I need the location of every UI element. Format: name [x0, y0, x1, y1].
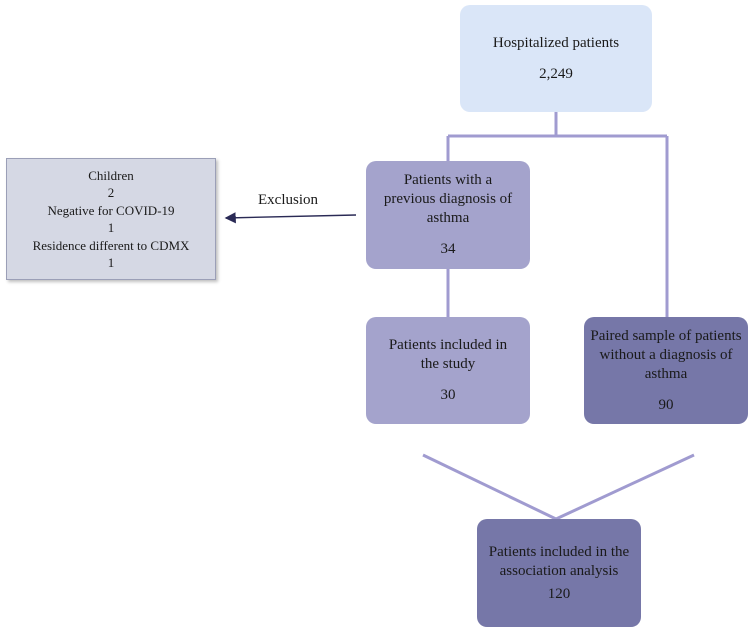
exclusion-criteria-box: Children 2 Negative for COVID-19 1 Resid…	[6, 158, 216, 280]
paired-sample-label: Paired sample of patients without a diag…	[590, 327, 742, 382]
exclusion-item-count: 1	[107, 255, 115, 270]
exclusion-item-label: Negative for COVID-19	[47, 202, 175, 218]
hospitalized-patients-count: 2,249	[539, 65, 573, 82]
hospitalized-patients-box: Hospitalized patients 2,249	[460, 5, 652, 112]
included-study-count: 30	[440, 387, 456, 403]
association-analysis-box: Patients included in the association ana…	[477, 519, 641, 627]
association-analysis-count: 120	[547, 585, 571, 602]
paired-sample-count: 90	[658, 396, 674, 413]
exclusion-item-count: 1	[107, 220, 115, 235]
hospitalized-patients-label: Hospitalized patients	[492, 34, 620, 51]
previous-asthma-label: Patients with a previous diagnosis of as…	[383, 172, 513, 226]
exclusion-arrow	[224, 212, 357, 224]
previous-asthma-count: 34	[440, 241, 456, 257]
exclusion-label: Exclusion	[258, 192, 318, 208]
exclusion-item-label: Children	[88, 167, 134, 183]
included-study-box: Patients included in the study 30	[366, 317, 530, 424]
exclusion-item-count: 2	[107, 185, 115, 200]
association-analysis-label: Patients included in the association ana…	[488, 543, 630, 579]
connector-included-to-association	[422, 453, 557, 521]
paired-sample-box: Paired sample of patients without a diag…	[584, 317, 748, 424]
connector-paired-to-association	[555, 453, 695, 521]
exclusion-item-label: Residence different to CDMX	[32, 237, 190, 253]
included-study-label: Patients included in the study	[388, 337, 508, 372]
previous-asthma-box: Patients with a previous diagnosis of as…	[366, 161, 530, 269]
